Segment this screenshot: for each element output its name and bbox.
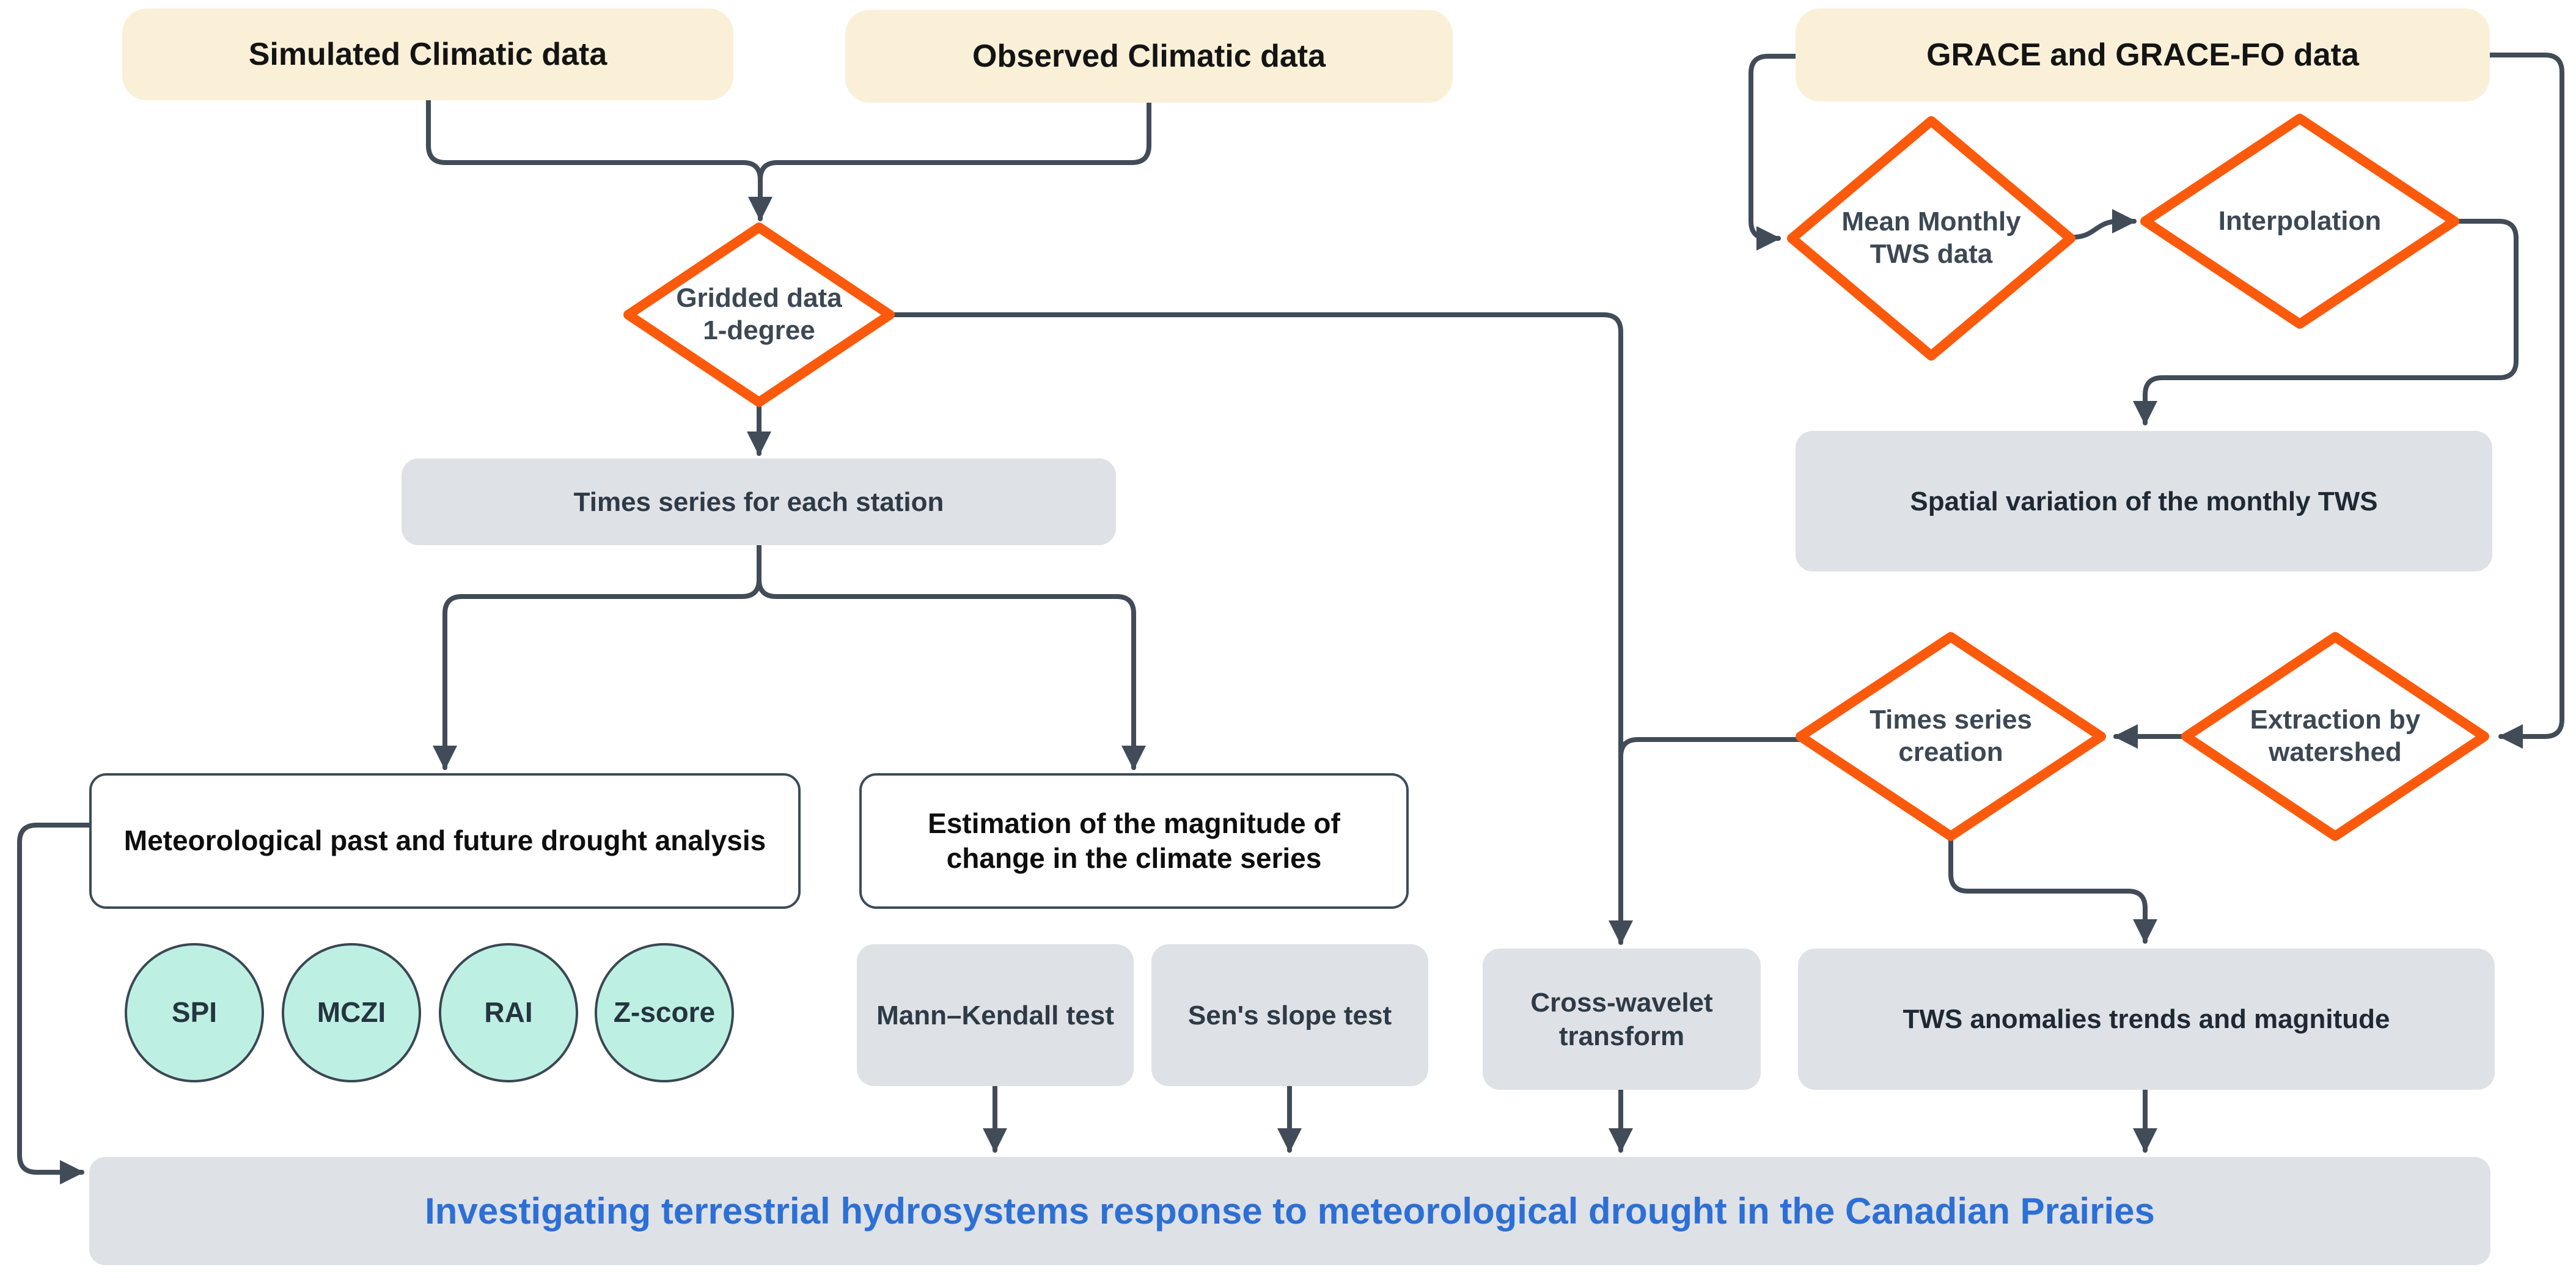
edge-grace-to-meanmonthly bbox=[1749, 54, 1798, 251]
source-simulated-climatic-data: Simulated Climatic data bbox=[122, 9, 733, 100]
diamond-label-extraction-watershed: Extraction by watershed bbox=[2250, 705, 2421, 767]
edge-meanmonthly-to-interpolation bbox=[2071, 209, 2137, 240]
process-times-series-station: Times series for each station bbox=[402, 458, 1116, 545]
process-tws-anomalies-trends: TWS anomalies trends and magnitude bbox=[1798, 949, 2495, 1090]
edge-tscreation-to-crosswavelet bbox=[1618, 737, 1803, 759]
diamond-mean-monthly-tws bbox=[1787, 116, 2075, 361]
index-circle-mczi: MCZI bbox=[282, 943, 421, 1082]
diamond-label-gridded-data: Gridded data 1-degree bbox=[676, 283, 842, 345]
diamond-extraction-watershed bbox=[2181, 632, 2489, 841]
analysis-meteorological-drought: Meteorological past and future drought a… bbox=[89, 773, 801, 909]
edge-station-to-met bbox=[433, 577, 761, 770]
diamond-times-series-creation bbox=[1796, 632, 2106, 841]
index-circle-rai: RAI bbox=[439, 943, 578, 1082]
diamond-label-mean-monthly-tws: Mean Monthly TWS data bbox=[1841, 207, 2021, 269]
process-sens-slope-test: Sen's slope test bbox=[1151, 944, 1428, 1086]
source-grace-data: GRACE and GRACE-FO data bbox=[1796, 9, 2490, 101]
edge-simulated-to-merge bbox=[426, 98, 763, 182]
source-observed-climatic-data: Observed Climatic data bbox=[845, 10, 1453, 103]
index-circle-spi: SPI bbox=[125, 943, 264, 1082]
diamond-label-interpolation: Interpolation bbox=[2218, 205, 2382, 236]
diamond-label-times-series-creation: Times series creation bbox=[1870, 705, 2032, 767]
edge-tscreation-to-twsanomalies bbox=[1948, 834, 2157, 944]
diamond-interpolation bbox=[2140, 114, 2459, 329]
edge-met-to-outcome bbox=[17, 823, 92, 1184]
process-cross-wavelet-transform: Cross-wavelet transform bbox=[1483, 949, 1761, 1090]
process-spatial-variation-tws: Spatial variation of the monthly TWS bbox=[1796, 431, 2492, 571]
edge-observed-to-merge bbox=[758, 100, 1151, 182]
index-circle-zscore: Z-score bbox=[595, 943, 734, 1082]
outcome-banner: Investigating terrestrial hydrosystems r… bbox=[89, 1157, 2490, 1265]
process-mann-kendall-test: Mann–Kendall test bbox=[857, 944, 1134, 1086]
edge-interpolation-to-spatial bbox=[2133, 219, 2519, 425]
edge-grace-to-extraction bbox=[2487, 53, 2564, 749]
edge-station-to-est bbox=[757, 577, 1146, 770]
edge-gridded-to-crosswavelet bbox=[887, 312, 1633, 945]
diamond-gridded-data bbox=[623, 222, 895, 407]
analysis-magnitude-change: Estimation of the magnitude of change in… bbox=[859, 773, 1409, 909]
